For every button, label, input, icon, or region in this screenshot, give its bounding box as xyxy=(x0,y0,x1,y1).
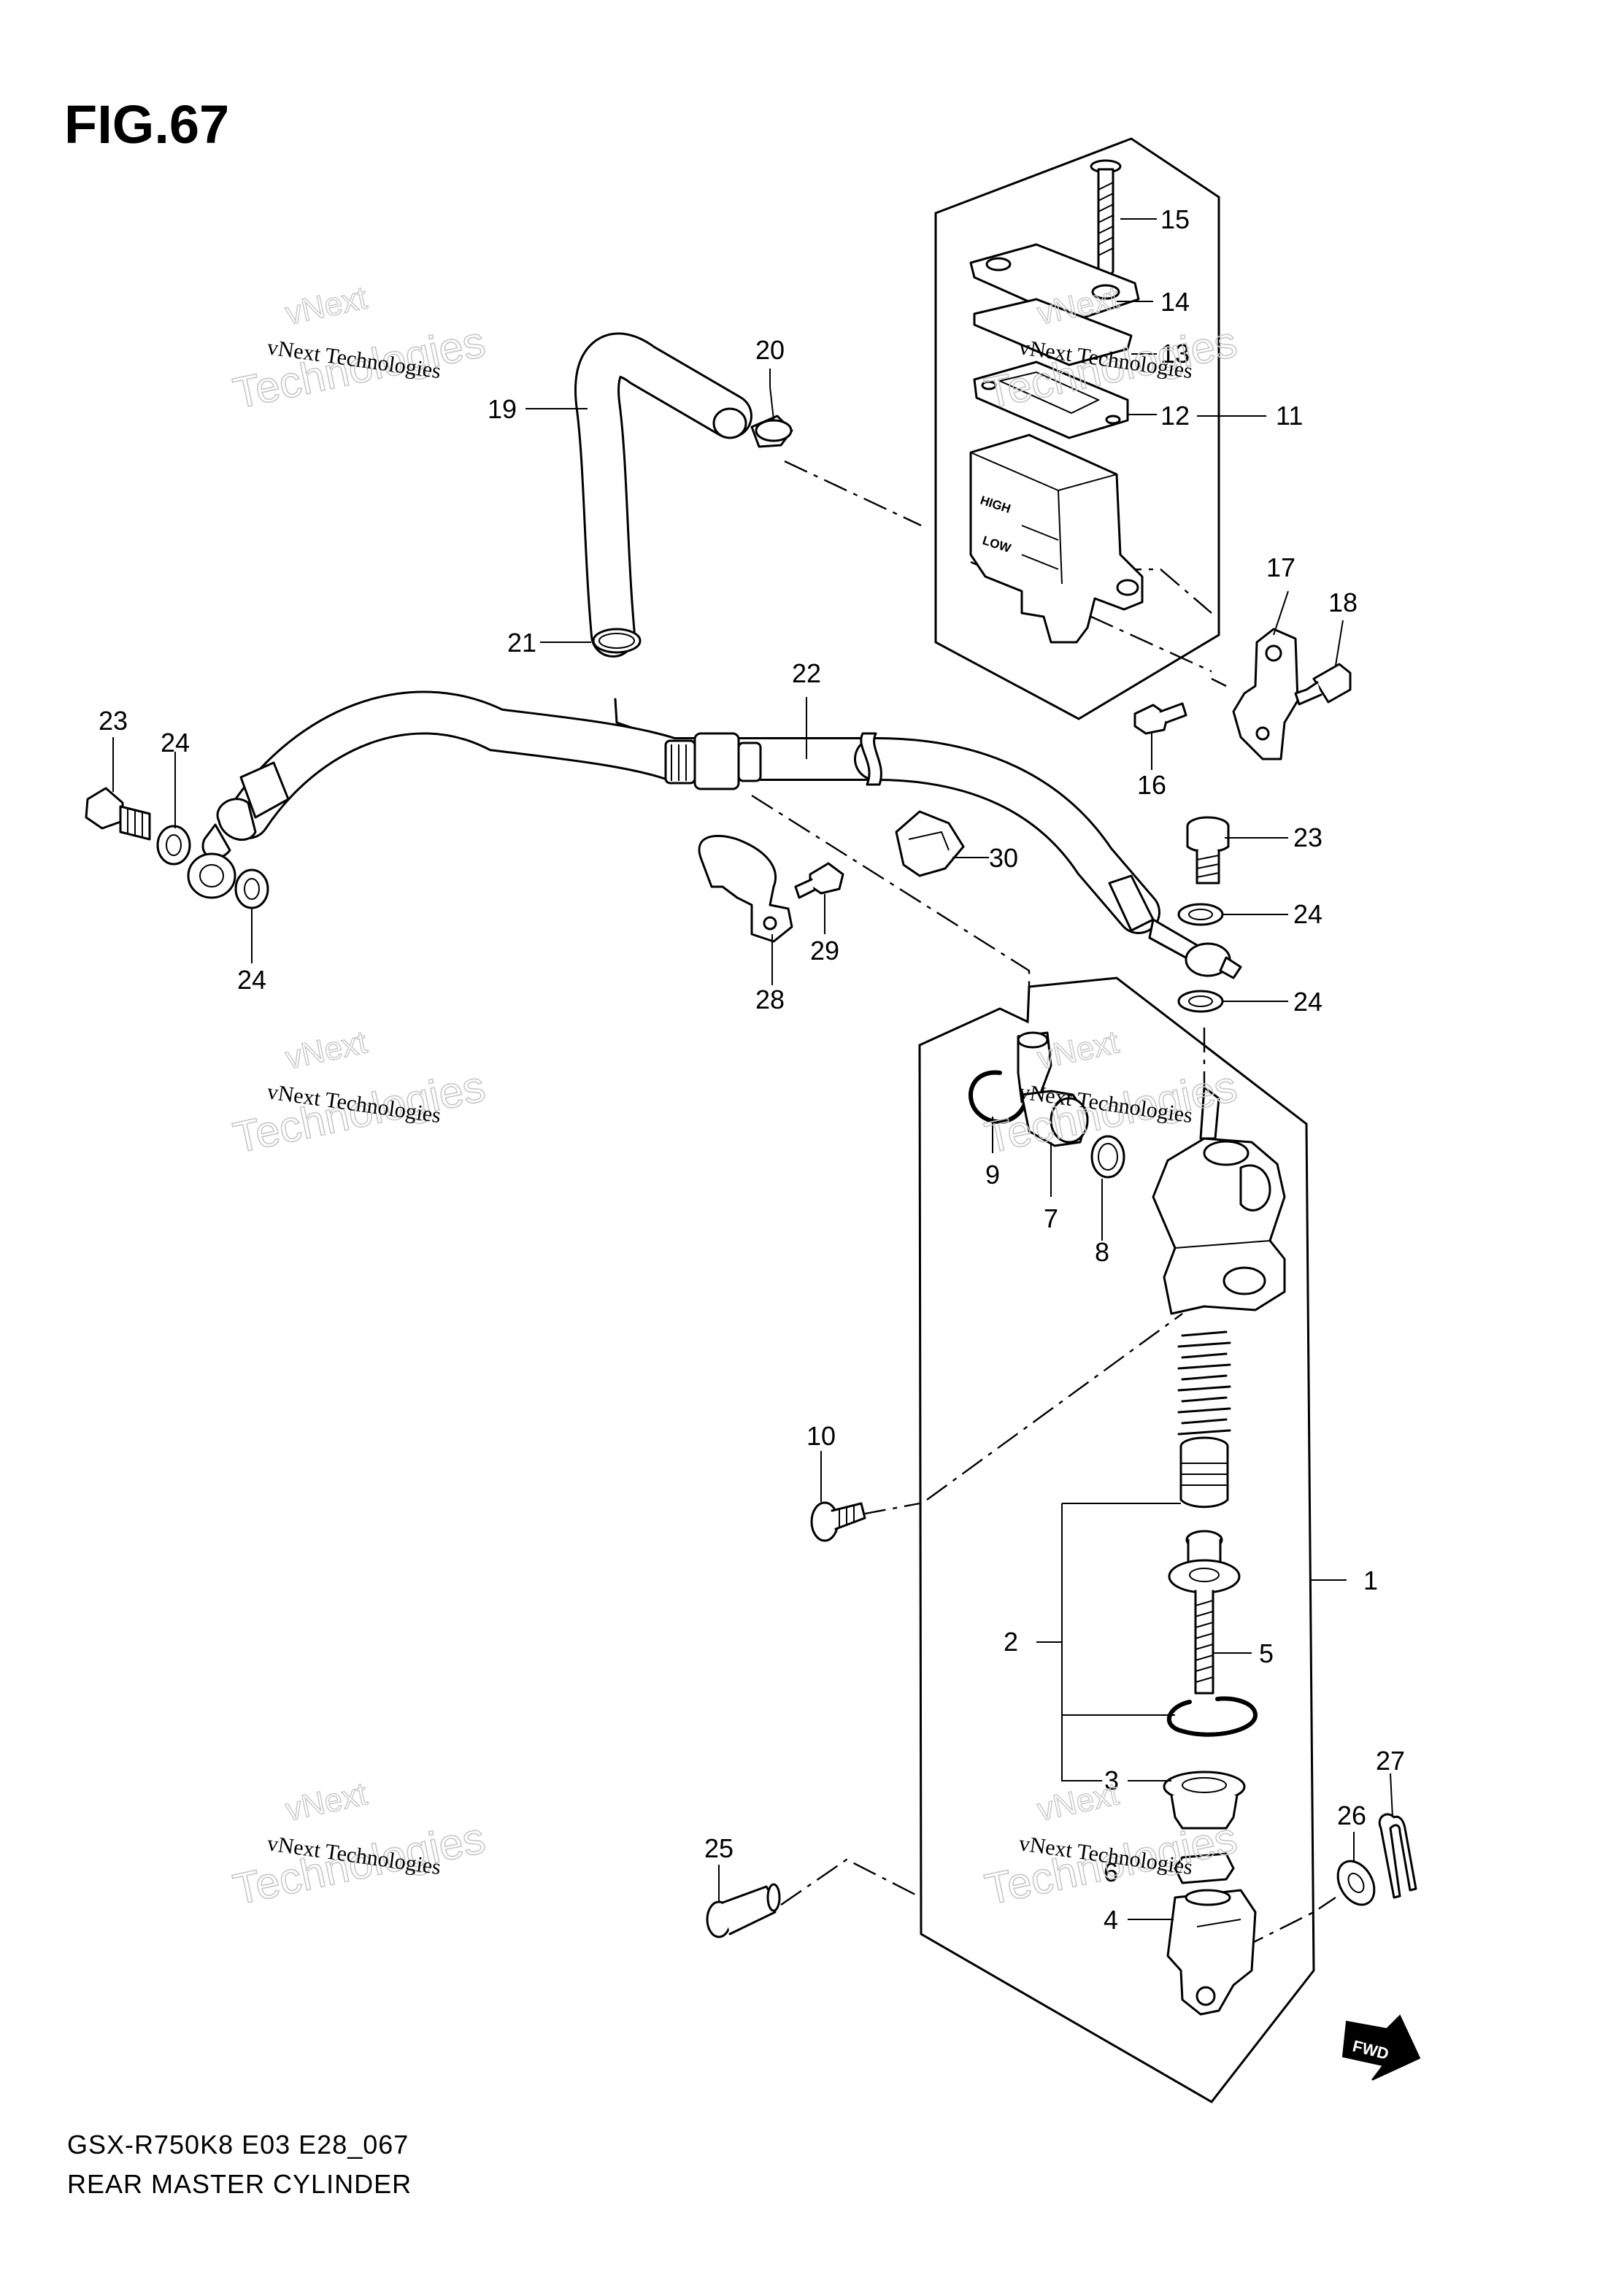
callout-11: 11 xyxy=(1276,401,1303,431)
callout-24-left: 24 xyxy=(161,728,190,758)
callout-3: 3 xyxy=(1104,1765,1119,1795)
callout-23-left: 23 xyxy=(99,706,128,736)
watermark-top: vNext xyxy=(282,1776,370,1827)
spring xyxy=(1177,1330,1231,1436)
callout-18: 18 xyxy=(1328,588,1358,617)
circlip-9 xyxy=(969,1070,1028,1124)
watermark-top: vNext xyxy=(1034,1776,1122,1827)
callout-25: 25 xyxy=(704,1833,734,1863)
callout-17: 17 xyxy=(1266,552,1295,582)
boot-3 xyxy=(1163,1771,1246,1830)
hose-clamp-30 xyxy=(895,810,965,877)
callout-29: 29 xyxy=(810,936,839,966)
bracket-17 xyxy=(1232,628,1299,760)
bolt-29 xyxy=(794,862,844,899)
push-rod-5 xyxy=(1168,1530,1241,1695)
washer-24-d xyxy=(1177,990,1224,1013)
callout-9: 9 xyxy=(985,1160,1000,1190)
callout-30: 30 xyxy=(989,843,1018,873)
callout-26: 26 xyxy=(1337,1800,1366,1830)
screw-10 xyxy=(810,1501,866,1542)
callout-7: 7 xyxy=(1044,1203,1058,1233)
watermark: vNext Technologies vNext Technologies xyxy=(228,280,490,419)
callout-2: 2 xyxy=(1004,1627,1018,1657)
forward-arrow-icon: FWD xyxy=(1341,2014,1421,2081)
callout-27: 27 xyxy=(1376,1746,1405,1776)
cotter-pin-27 xyxy=(1378,1813,1417,1899)
callout-4: 4 xyxy=(1104,1905,1118,1935)
callout-19: 19 xyxy=(488,394,517,424)
clevis-pin-25 xyxy=(706,1883,781,1938)
clamp-21 xyxy=(592,628,642,654)
diaphragm-12 xyxy=(973,361,1129,439)
callout-22: 22 xyxy=(792,658,821,688)
watermark: vNext Technologies vNext Technologies xyxy=(228,1024,490,1163)
bolt-16 xyxy=(1133,702,1187,735)
hose-joint-7 xyxy=(1017,1031,1089,1147)
leader-lines xyxy=(112,218,1393,1920)
brake-hose-22 xyxy=(187,690,1242,979)
callout-12: 12 xyxy=(1160,401,1190,431)
watermark-top: vNext xyxy=(282,280,370,331)
watermark-top: vNext xyxy=(282,1024,370,1076)
bolt-18 xyxy=(1294,663,1352,706)
callout-28: 28 xyxy=(755,985,785,1014)
diaphragm-plate-13 xyxy=(973,298,1133,366)
clamp-20 xyxy=(750,386,793,448)
reservoir-cap-14 xyxy=(969,243,1140,323)
union-bolt-23-right xyxy=(1186,816,1230,885)
callout-16: 16 xyxy=(1137,770,1166,800)
callout-15: 15 xyxy=(1160,204,1190,234)
washer-24-a xyxy=(156,825,191,866)
hose-clamp-28 xyxy=(698,834,793,943)
washer-24-c xyxy=(1177,903,1224,926)
callout-20: 20 xyxy=(755,335,785,365)
callout-1: 1 xyxy=(1363,1565,1378,1595)
nut-6 xyxy=(1174,1852,1235,1884)
washer-26 xyxy=(1336,1860,1376,1906)
callout-24-bottom: 24 xyxy=(237,965,266,995)
callout-24-right-b: 24 xyxy=(1293,987,1322,1017)
callout-14: 14 xyxy=(1160,287,1190,317)
callout-23-right: 23 xyxy=(1293,823,1322,852)
section-name: REAR MASTER CYLINDER xyxy=(67,2169,412,2199)
figure-title: FIG.67 xyxy=(64,94,230,155)
master-cylinder-group-frame xyxy=(918,976,1315,2103)
piston-2 xyxy=(1179,1436,1229,1509)
callout-8: 8 xyxy=(1095,1237,1109,1267)
clevis-4 xyxy=(1166,1889,1257,2016)
watermark: vNext Technologies vNext Technologies xyxy=(228,1776,490,1915)
reservoir-11: HIGH LOW xyxy=(969,434,1144,644)
union-bolt-23-left xyxy=(85,787,151,841)
callout-13: 13 xyxy=(1160,339,1190,369)
callout-5: 5 xyxy=(1259,1638,1274,1668)
screw-15 xyxy=(1090,159,1122,285)
callout-6: 6 xyxy=(1104,1857,1118,1887)
o-ring-8 xyxy=(1090,1135,1125,1179)
model-code: GSX-R750K8 E03 E28_067 xyxy=(67,2130,409,2160)
circlip xyxy=(1166,1696,1258,1737)
callout-24-right-a: 24 xyxy=(1293,899,1322,929)
washer-24-b xyxy=(234,868,269,909)
master-cylinder-1 xyxy=(1152,1086,1286,1315)
callout-21: 21 xyxy=(507,628,536,658)
reservoir-group-frame xyxy=(934,137,1220,720)
callout-10: 10 xyxy=(806,1421,836,1451)
callout-numbers: 1 2 3 4 5 6 7 8 9 10 11 12 13 14 15 16 1… xyxy=(99,204,1405,1935)
reservoir-hose-19 xyxy=(574,332,752,658)
